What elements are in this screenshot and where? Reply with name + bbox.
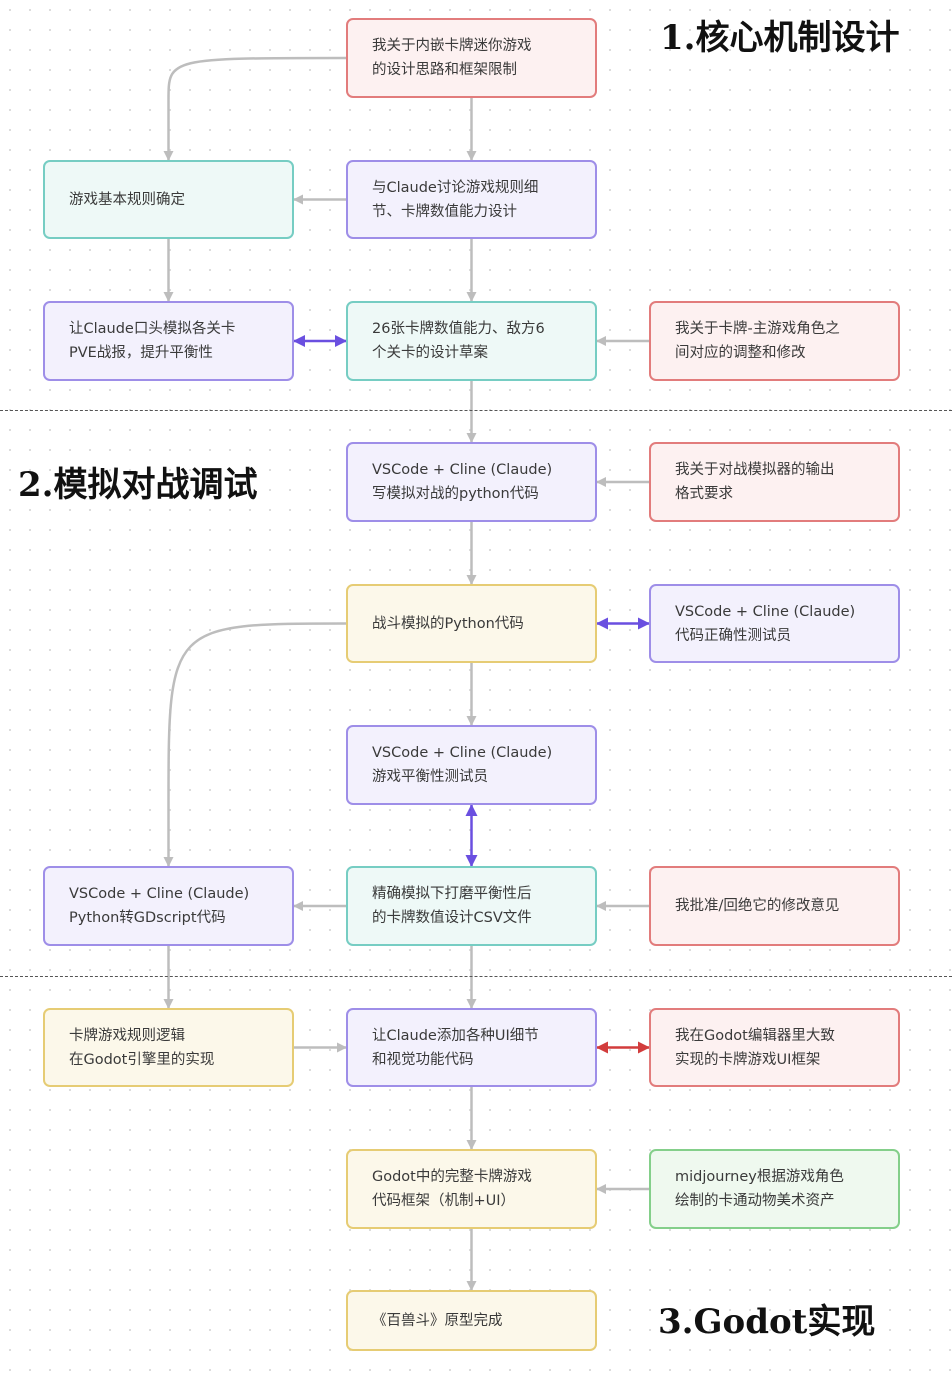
section-divider	[0, 976, 952, 977]
section-title-battle-simulation: 2.模拟对战调试	[18, 465, 258, 505]
node-balanced-csv-file: 精确模拟下打磨平衡性后 的卡牌数值设计CSV文件	[346, 866, 597, 946]
node-code-correctness-tester: VSCode + Cline (Claude) 代码正确性测试员	[649, 584, 900, 663]
section-title-core-mechanics: 1.核心机制设计	[660, 18, 900, 58]
node-design-ideas-and-constraints: 我关于内嵌卡牌迷你游戏 的设计思路和框架限制	[346, 18, 597, 98]
node-simulator-output-format: 我关于对战模拟器的输出 格式要求	[649, 442, 900, 522]
section-title-godot-implementation: 3.Godot实现	[658, 1302, 876, 1342]
node-godot-ui-framework: 我在Godot编辑器里大致 实现的卡牌游戏UI框架	[649, 1008, 900, 1087]
node-card-character-adjustments: 我关于卡牌-主游戏角色之 间对应的调整和修改	[649, 301, 900, 381]
node-card-design-draft: 26张卡牌数值能力、敌方6 个关卡的设计草案	[346, 301, 597, 381]
node-complete-godot-framework: Godot中的完整卡牌游戏 代码框架（机制+UI）	[346, 1149, 597, 1229]
node-battle-simulation-code: 战斗模拟的Python代码	[346, 584, 597, 663]
node-basic-rules-confirmed: 游戏基本规则确定	[43, 160, 294, 239]
node-balance-tester: VSCode + Cline (Claude) 游戏平衡性测试员	[346, 725, 597, 805]
connector-n1-to-n2	[163, 56, 347, 161]
node-prototype-complete: 《百兽斗》原型完成	[346, 1290, 597, 1351]
node-approve-reject-changes: 我批准/回绝它的修改意见	[649, 866, 900, 946]
node-claude-ui-details: 让Claude添加各种UI细节 和视觉功能代码	[346, 1008, 597, 1087]
node-discuss-rules-with-claude: 与Claude讨论游戏规则细 节、卡牌数值能力设计	[346, 160, 597, 239]
node-midjourney-art-assets: midjourney根据游戏角色 绘制的卡通动物美术资产	[649, 1149, 900, 1229]
node-claude-verbal-pve-simulation: 让Claude口头模拟各关卡 PVE战报，提升平衡性	[43, 301, 294, 381]
node-write-simulation-python: VSCode + Cline (Claude) 写模拟对战的python代码	[346, 442, 597, 522]
section-divider	[0, 410, 952, 411]
node-python-to-gdscript: VSCode + Cline (Claude) Python转GDscript代…	[43, 866, 294, 946]
node-godot-rules-logic: 卡牌游戏规则逻辑 在Godot引擎里的实现	[43, 1008, 294, 1087]
connector-n9-to-n12	[163, 622, 347, 867]
